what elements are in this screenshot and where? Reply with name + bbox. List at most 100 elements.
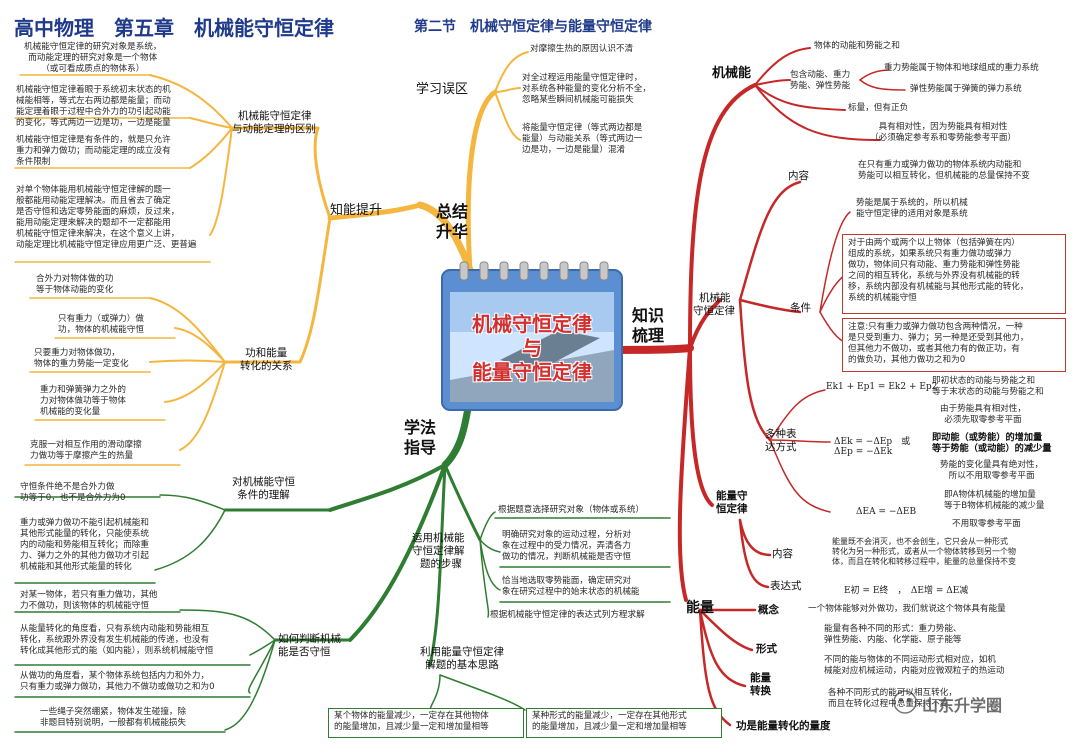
lijie-item-2: 重力或弹力做功不能引起机械能和其他形式能量的转化，只能使系统内的动能和势能相互转… bbox=[20, 518, 149, 572]
silu-box-1 bbox=[328, 708, 524, 738]
jx-include: 包含动能、重力势能、弹性势能 bbox=[790, 70, 851, 91]
gongneng-item-4: 重力和弹簧弹力之外的力对物体做功等于物体机械能的变化量 bbox=[40, 385, 126, 417]
biaoda-eq3: ΔEA = −ΔEB bbox=[856, 507, 917, 517]
tj-item-2: 对于由两个或两个以上物体（包括弹簧在内）组成的系统，如果系统只有重力做功或弹力做… bbox=[848, 238, 1029, 303]
jx-include-1: 重力势能属于物体和地球组成的重力系统 bbox=[884, 63, 1039, 73]
gongneng-item-2: 只有重力（或弹力）做功，物体的机械能守恒 bbox=[58, 314, 144, 335]
yellow-wuqu-1 bbox=[494, 51, 529, 93]
green-bz-2 bbox=[479, 539, 501, 553]
green-pd-1 bbox=[179, 609, 276, 641]
red-bd-3 bbox=[769, 439, 831, 513]
silu-box-2 bbox=[526, 708, 722, 738]
yellow-qubie-1 bbox=[149, 74, 233, 129]
red-to-nengliang bbox=[677, 346, 692, 602]
red-sh-neirong bbox=[738, 180, 802, 302]
yellow-wuqu-2 bbox=[494, 87, 521, 93]
yellow-qubie-2 bbox=[189, 117, 233, 129]
biaoda-e2b: 势能的变化量具有绝对性，所以不用取零参考平面 bbox=[940, 460, 1044, 481]
yellow-gn-1 bbox=[149, 297, 226, 363]
red-jx-4 bbox=[754, 84, 881, 141]
biaoda-e3b: 不用取零参考平面 bbox=[952, 519, 1021, 529]
tj-item-2-box bbox=[842, 234, 1066, 314]
lijie-item-1: 守恒条件绝不是合外力做功等于0，也不是合外力为0 bbox=[20, 482, 126, 503]
jx-def: 物体的动能和势能之和 bbox=[814, 41, 900, 51]
yellow-qubie-4 bbox=[209, 127, 233, 236]
buzhou-step-3: 恰当地选取零势能面，确定研究对象在研究过程中的始末状态的机械能 bbox=[502, 576, 640, 597]
red-to-shouheng bbox=[688, 298, 722, 350]
red-nl-zhuanhuan bbox=[698, 608, 747, 688]
green-to-buzhou bbox=[443, 463, 482, 542]
biaoda-eq1: Ek1 + Ep1 = Ek2 + Ep2 bbox=[826, 382, 938, 392]
gongneng-item-1: 合外力对物体做的功等于物体动能的变化 bbox=[36, 274, 114, 295]
center-title-line2: 与 bbox=[522, 336, 542, 360]
qubie-label: 机械能守恒定律 与动能定理的区别 bbox=[232, 110, 316, 135]
nlsh-neirong-label: 内容 bbox=[772, 548, 793, 560]
nl-conclusion: 功是能量转化的量度 bbox=[736, 720, 831, 732]
red-jx-2a bbox=[859, 69, 891, 81]
center-title: 机械守恒定律 与 能量守恒定律 bbox=[446, 312, 618, 384]
nlsh-biaodashi: E初 = E终 ， ΔE增 = ΔE减 bbox=[844, 586, 969, 596]
biaoda-label: 多种表达方式 bbox=[765, 428, 797, 453]
green-to-lijie bbox=[328, 463, 447, 512]
red-sh-biaoda bbox=[738, 298, 772, 442]
red-to-jixieneng bbox=[688, 83, 757, 350]
nlsh-label: 能量守恒定律 bbox=[716, 490, 748, 515]
biaoda-e1: 即初状态的动能与势能之和等于末状态的动能与势能之和 bbox=[932, 376, 1044, 397]
biaoda-e2: 即动能（或势能）的增加量等于势能（或动能）的减少量 bbox=[932, 432, 1052, 454]
nlsh-neirong-text: 能量既不会消灭，也不会创生，它只会从一种形式转化为另一种形式，或者从一个物体转移… bbox=[832, 537, 1016, 566]
green-to-silu bbox=[428, 463, 447, 667]
nengliang-label: 能量 bbox=[686, 600, 714, 616]
green-lijie-2 bbox=[154, 509, 226, 571]
xuefa-label: 学法指导 bbox=[404, 418, 437, 457]
nlsh-biaodashi-label: 表达式 bbox=[770, 580, 802, 592]
red-jx-2 bbox=[754, 79, 791, 86]
green-lijie-1 bbox=[159, 494, 226, 511]
green-pd-4 bbox=[224, 639, 276, 731]
wuqu-item-1: 对摩擦生热的原因认识不清 bbox=[530, 44, 634, 54]
green-bz-4 bbox=[479, 539, 490, 618]
wuqu-item-2: 对全过程运用能量守恒定律时，对系统各种能量的变化分析不全，忽略某些瞬间机械能可能… bbox=[522, 73, 651, 105]
center-title-line1: 机械守恒定律 bbox=[472, 312, 592, 336]
nl-gainian-label: 概念 bbox=[758, 604, 779, 616]
panduan-item-3: 从做功的角度看，某个物体系统包括内力和外力，只有重力或弹力做功，其他力不做功或做… bbox=[20, 671, 215, 692]
nl-xingshi-2: 不同的能与物体的不同运动形式相对应，如机械能对应机械运动，内能对应微观粒子的热运… bbox=[824, 655, 1005, 676]
panduan-item-4: 一些绳子突然绷紧，物体发生碰撞，除非题目特别说明，一般都有机械能损失 bbox=[40, 707, 187, 728]
jx-relative: 具有相对性，因为势能具有相对性（必须确定参考系和零势能参考平面） bbox=[870, 122, 1017, 143]
qubie-item-4: 对单个物体能用机械能守恒定律解的题一般都能用动能定理解决。而且省去了确定是否守恒… bbox=[16, 185, 197, 250]
sh-neirong-label: 内容 bbox=[788, 170, 809, 182]
yellow-zhineng bbox=[327, 202, 423, 221]
green-bz-1 bbox=[479, 511, 496, 541]
page-title: 高中物理 第五章 机械能守恒定律 bbox=[14, 16, 334, 40]
yellow-gn-2 bbox=[174, 327, 226, 363]
buzhou-step-2: 明确研究对象的运动过程，分析对象在过程中的受力情况，弄清各力做功的情况，判断机械… bbox=[502, 530, 631, 562]
summary-label: 总结升华 bbox=[436, 202, 469, 241]
red-tj-1 bbox=[819, 211, 851, 313]
red-sh-tiaojian bbox=[738, 298, 802, 314]
jx-include-2: 弹性势能属于弹簧的弹力系统 bbox=[910, 84, 1022, 94]
red-jx-3 bbox=[754, 84, 846, 111]
zhishi-label: 知识梳理 bbox=[632, 306, 665, 345]
yellow-wuqu-3 bbox=[494, 91, 521, 141]
yellow-gn-4 bbox=[164, 361, 226, 403]
red-jx-1 bbox=[754, 47, 811, 86]
sh-tiaojian-label: 条件 bbox=[790, 302, 811, 314]
red-nlsh-biaodashi bbox=[738, 518, 770, 589]
tj-item-3-box bbox=[842, 318, 1066, 372]
red-nl-xingshi bbox=[698, 608, 754, 652]
jixieneng-label: 机械能 bbox=[712, 66, 752, 81]
buzhou-step-4: 根据机械能守恒定律的表达式列方程求解 bbox=[490, 610, 645, 620]
nl-zhuanhuan-label: 能量转换 bbox=[750, 672, 771, 697]
section-title: 第二节 机械守恒定律与能量守恒定律 bbox=[414, 19, 652, 35]
red-nl-conclusion bbox=[698, 608, 732, 727]
yellow-gn-5 bbox=[179, 361, 226, 451]
biaoda-e3: 即A物体机械能的增加量等于B物体机械能的减少量 bbox=[944, 490, 1045, 511]
biaoda-e1b: 由于势能具有相对性，必须先取零参考平面 bbox=[940, 404, 1026, 425]
jx-scalar: 标量，但有正负 bbox=[848, 103, 909, 113]
yellow-trunk bbox=[416, 201, 474, 274]
panduan-item-2: 从能量转化的角度看，只有系统内动能和势能相互转化，系统跟外界没有发生机械能的传递… bbox=[20, 624, 214, 656]
qubie-item-2: 机械能守恒定律着眼于系统初末状态的机械能相等，等式左右两边都是能量；而动能定理着… bbox=[16, 85, 171, 128]
yellow-gn-3 bbox=[149, 359, 226, 363]
nl-xingshi-label: 形式 bbox=[756, 643, 777, 655]
